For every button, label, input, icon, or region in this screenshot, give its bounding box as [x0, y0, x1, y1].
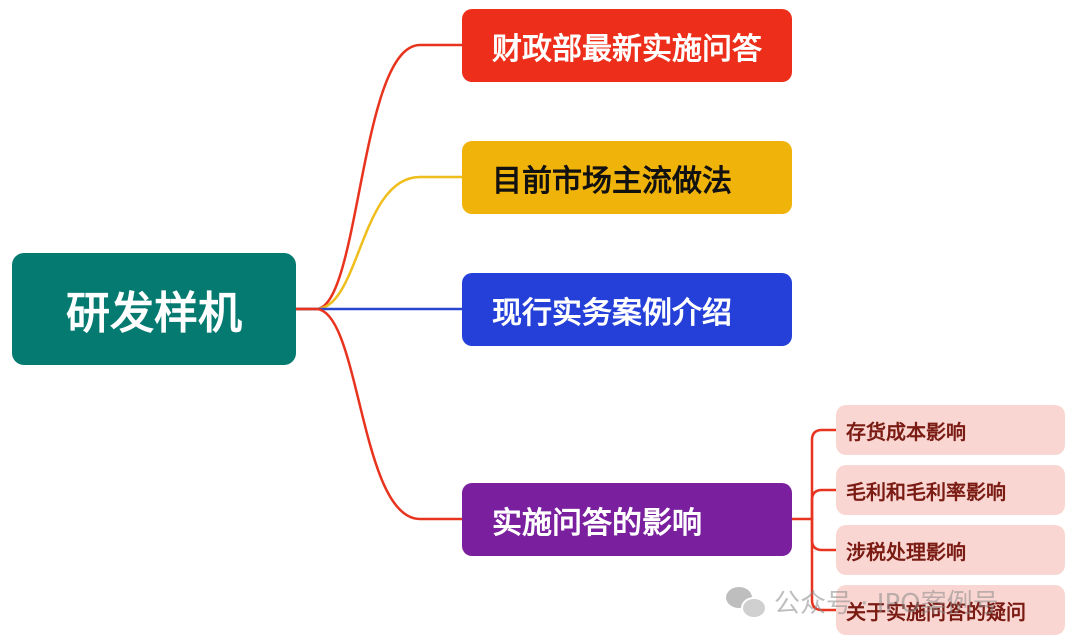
branch-node[interactable]: 实施问答的影响 [462, 483, 792, 556]
branch-node[interactable]: 目前市场主流做法 [462, 141, 792, 214]
branch-node[interactable]: 财政部最新实施问答 [462, 9, 792, 82]
leaf-node[interactable]: 关于实施问答的疑问 [836, 585, 1065, 635]
leaf-node[interactable]: 毛利和毛利率影响 [836, 465, 1065, 515]
leaf-label: 毛利和毛利率影响 [846, 479, 1006, 504]
leaf-label: 存货成本影响 [846, 419, 966, 444]
leaf-node[interactable]: 存货成本影响 [836, 405, 1065, 455]
branch-connector [294, 175, 464, 311]
branch-node[interactable]: 现行实务案例介绍 [462, 273, 792, 346]
leaf-connector [810, 517, 838, 612]
root-label: 研发样机 [66, 288, 242, 339]
branch-label: 现行实务案例介绍 [492, 295, 732, 331]
leaf-connector [810, 488, 838, 521]
root-node[interactable]: 研发样机 [12, 253, 296, 365]
leaf-node[interactable]: 涉税处理影响 [836, 525, 1065, 575]
branch-connector [294, 43, 464, 311]
leaf-connector [810, 428, 838, 521]
leaf-label: 涉税处理影响 [846, 539, 966, 564]
leaf-label: 关于实施问答的疑问 [846, 599, 1026, 624]
branch-connector [294, 307, 464, 521]
branch-label: 实施问答的影响 [492, 505, 702, 541]
branch-label: 财政部最新实施问答 [492, 31, 762, 67]
branch-label: 目前市场主流做法 [492, 163, 732, 199]
leaf-connector [810, 517, 838, 552]
